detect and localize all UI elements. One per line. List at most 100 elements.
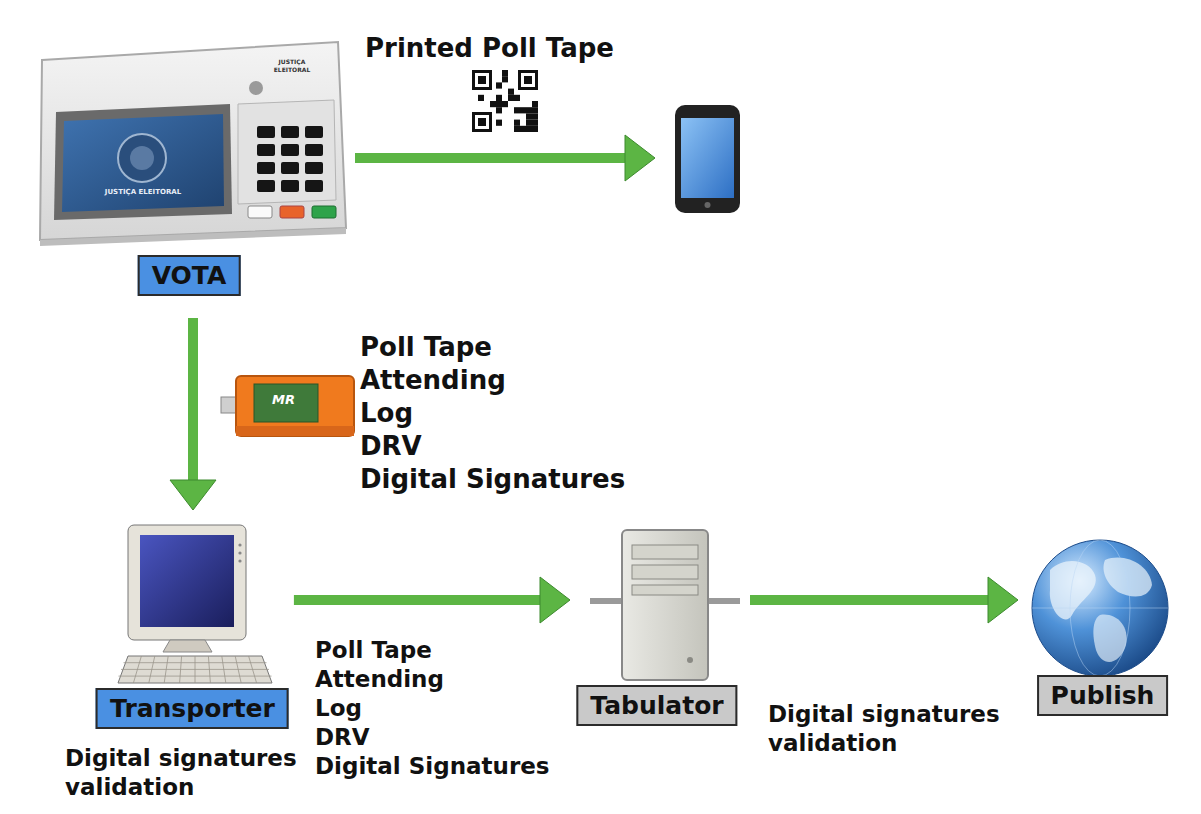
step-note: Digital signatures validation: [768, 700, 1018, 758]
desktop-computer-part: [128, 525, 246, 640]
flow-arrow: [188, 318, 198, 480]
qr-code-part-part: [532, 120, 538, 126]
server-tower: [590, 530, 740, 680]
qr-code-part-part: [502, 101, 508, 107]
voting-machine-part: [249, 81, 263, 95]
qr-code-part-part: [508, 95, 514, 101]
desktop-computer-part: [119, 656, 272, 683]
voting-machine: [40, 42, 346, 246]
qr-code-part-part: [478, 95, 484, 101]
globe-part: [1050, 561, 1096, 619]
desktop-computer-part: [238, 543, 241, 546]
flow-arrow: [750, 595, 988, 605]
voting-machine-part: [40, 42, 346, 240]
server-tower-part: [632, 545, 698, 559]
payload-item: DRV: [315, 724, 370, 751]
desktop-computer-part-part: [164, 656, 168, 683]
globe-part: [1032, 608, 1168, 609]
qr-code-part-part: [520, 107, 526, 113]
panel-text: JUSTIÇA ELEITORAL: [271, 58, 313, 74]
server-tower-part: [632, 565, 698, 579]
voting-machine-part-part: [281, 180, 299, 192]
qr-code-part-part: [532, 113, 538, 119]
qr-code-part-part: [526, 120, 532, 126]
server-tower-part: [632, 585, 698, 595]
globe: [1032, 540, 1168, 676]
node-label: Transporter: [96, 688, 289, 729]
voting-machine-part-part: [257, 162, 275, 174]
desktop-computer-part-part: [222, 656, 226, 683]
figure-group: Tabulator: [572, 525, 742, 732]
desktop-computer-part-part: [208, 656, 210, 683]
device-label: MR: [272, 392, 295, 408]
globe-part: [1032, 540, 1168, 676]
qr-code-part: [472, 70, 538, 132]
desktop-computer-part-part: [249, 656, 257, 683]
smartphone-part: [675, 105, 740, 213]
smartphone-part: [705, 202, 711, 208]
qr-code-part-part: [526, 113, 532, 119]
desktop-computer-part-part: [180, 656, 182, 683]
voting-machine-part: [257, 126, 323, 192]
voting-machine-part-part: [257, 180, 275, 192]
figure-group: VOTA: [40, 40, 345, 302]
voting-machine-part: [54, 104, 232, 220]
qr-code-part-part: [532, 126, 538, 132]
usb-memory-part: [236, 426, 354, 436]
qr-code-part-part: [496, 120, 502, 126]
voting-machine-part: [248, 206, 272, 218]
voting-machine-part-part: [281, 162, 299, 174]
qr-code-part-part: [496, 95, 502, 101]
voting-machine-part-part: [257, 126, 275, 138]
payload-item: Log: [360, 398, 413, 428]
figure-group: Transporter: [94, 520, 291, 734]
qr-code-part-part: [532, 107, 538, 113]
desktop-computer-part-part: [235, 656, 241, 683]
qr-code-part: [472, 70, 492, 90]
qr-code-part-part: [502, 70, 508, 76]
qr-code-part-part: [514, 126, 520, 132]
server-tower-part: [622, 530, 708, 680]
qr-code-part-part: [514, 120, 520, 126]
qr-code-part-part: [496, 101, 502, 107]
qr-code-part-part: [526, 107, 532, 113]
payload-item: Digital Signatures: [315, 753, 550, 780]
voting-machine-part-part: [305, 162, 323, 174]
desktop-computer-part-part: [149, 656, 155, 683]
node-label: VOTA: [138, 255, 241, 296]
qr-code-part-part: [532, 101, 538, 107]
usb-memory: [221, 376, 354, 436]
desktop-computer-part: [163, 640, 212, 652]
qr-code-part: [478, 118, 486, 126]
voting-machine-part-part: [281, 126, 299, 138]
desktop-computer-part-part: [133, 656, 141, 683]
server-tower-part: [590, 598, 624, 604]
qr-code: [472, 70, 538, 132]
qr-code-part: [475, 73, 489, 87]
payload-item: DRV: [360, 431, 422, 461]
voting-machine-part-part: [305, 144, 323, 156]
screen-text: JUSTIÇA ELEITORAL: [105, 188, 181, 197]
usb-memory-part: [254, 384, 318, 422]
node-label: Tabulator: [576, 685, 737, 726]
voting-machine-part-part: [257, 144, 275, 156]
qr-code-part: [478, 70, 538, 132]
qr-code-part: [518, 70, 538, 90]
server-tower-part: [706, 598, 740, 604]
payload-item: Poll Tape: [360, 332, 492, 362]
payload-item: Digital Signatures: [360, 464, 625, 494]
voting-machine-part: [40, 228, 346, 246]
flow-arrow: [294, 595, 540, 605]
desktop-computer-part: [118, 656, 272, 683]
voting-machine-part: [312, 206, 336, 218]
desktop-computer-part: [140, 535, 234, 627]
flow-label: Printed Poll Tape: [365, 33, 614, 63]
voting-machine-part: [62, 114, 224, 212]
qr-code-part-part: [520, 126, 526, 132]
payload-item: Attending: [315, 666, 444, 693]
voting-machine-part: [238, 100, 336, 204]
voting-machine-part-part: [281, 144, 299, 156]
qr-code-part-part: [502, 76, 508, 82]
usb-memory-part: [236, 376, 354, 436]
